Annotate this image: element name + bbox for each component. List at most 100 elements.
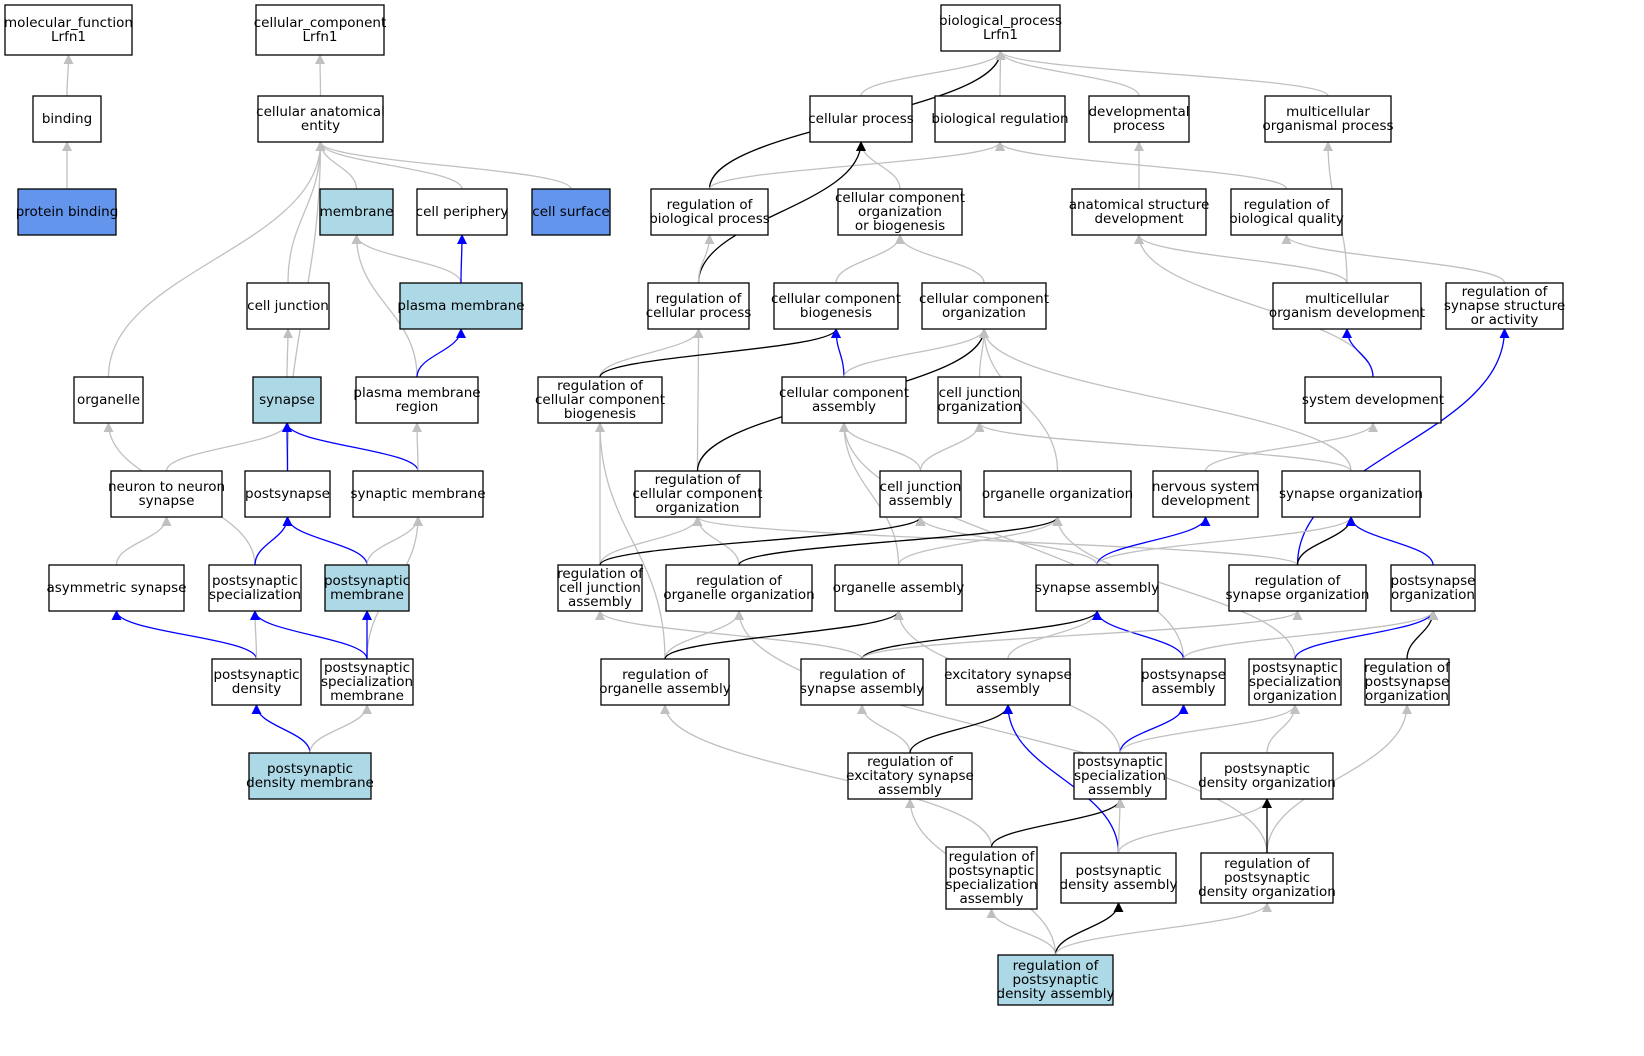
node-box [1272,282,1422,330]
node-label-line: anatomical structure [1069,197,1210,213]
edge-psd-to-asym [111,610,258,660]
go-term-node-synapse[interactable]: synapse [252,376,322,424]
node-box [320,658,414,706]
node-label-line: postsynaptic [324,573,410,589]
node-box [246,282,330,330]
go-term-node-postsyn[interactable]: postsynapse [244,470,331,518]
node-label-line: synaptic membrane [350,486,485,502]
node-label-line: organization [1391,587,1475,603]
node-box [1035,564,1159,612]
node-label-line: regulation of [1013,958,1100,974]
node-label-line: specialization [1249,674,1341,690]
go-term-node-orgassem[interactable]: organelle assembly [833,564,964,612]
go-term-node-asym[interactable]: asymmetric synapse [47,564,187,612]
node-label-line: excitatory synapse [944,667,1072,683]
edge-regso-to-regssa [1296,328,1510,566]
go-term-node-cellper[interactable]: cell periphery [416,188,509,236]
node-box [416,188,508,236]
go-term-node-synassem[interactable]: synapse assembly [1035,564,1159,612]
go-term-node-cellsurf[interactable]: cell surface [531,188,611,236]
node-label-line: cellular component [535,392,665,408]
node-label-line: assembly [976,681,1040,697]
edges-layer [62,50,1510,956]
node-label-line: synapse assembly [800,681,924,697]
go-term-node-celljunc[interactable]: cell junction [246,282,330,330]
node-label-line: synapse organization [1279,486,1423,502]
node-box [17,188,117,236]
go-term-node-binding[interactable]: binding [32,95,102,143]
node-box [997,954,1114,1006]
go-term-node-membrane[interactable]: membrane [319,188,394,236]
node-label-line: cell surface [532,204,609,220]
go-term-node-synmem[interactable]: synaptic membrane [350,470,486,518]
node-label-line: regulation of [1224,856,1311,872]
edge-regsa-to-synassem [861,610,1102,660]
edge-regcp-to-cellproc [697,141,866,284]
node-box [1152,470,1259,518]
node-label-line: assembly [888,493,952,509]
node-box [921,282,1047,330]
node-label-line: nervous system [1152,479,1259,495]
node-label-line: synapse [139,493,195,509]
edge-psa-to-ccassem [839,422,1185,660]
node-box [940,4,1061,52]
go-term-node-sysdev[interactable]: system development [1302,376,1444,424]
node-label-line: cellular anatomical [256,104,385,120]
node-label-line: regulation of [622,667,709,683]
go-term-node-regpssa[interactable]: regulation ofpostsynapticspecializationa… [945,846,1038,910]
go-term-node-plasmem[interactable]: plasma membrane [397,282,525,330]
go-term-node-synorg[interactable]: synapse organization [1279,470,1423,518]
go-term-node-bioreg[interactable]: biological regulation [931,95,1069,143]
go-term-node-orgorg[interactable]: organelle organization [982,470,1133,518]
go-term-node-organelle[interactable]: organelle [73,376,144,424]
go-term-node-protbind[interactable]: protein binding [16,188,119,236]
node-label-line: postsynaptic [213,667,299,683]
edge-psa-to-pso [1182,610,1438,660]
go-term-node-cellproc[interactable]: cellular process [808,95,914,143]
